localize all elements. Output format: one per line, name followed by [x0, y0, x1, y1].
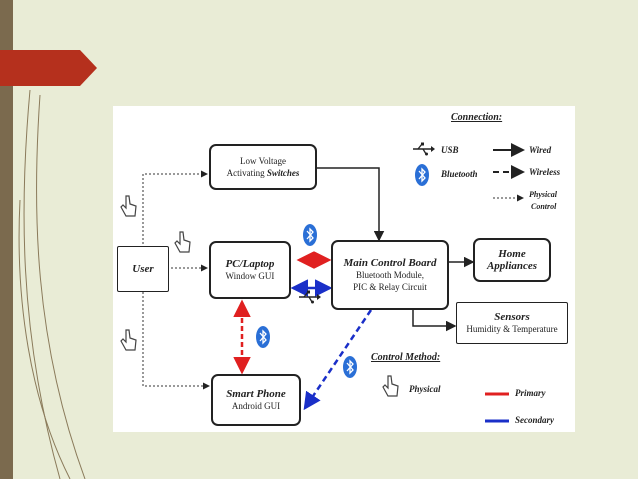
legend-secondary-label: Secondary — [515, 415, 554, 425]
sensors-box: Sensors Humidity & Temperature — [456, 302, 568, 344]
bluetooth-icon — [343, 356, 357, 378]
legend-primary-label: Primary — [515, 388, 546, 398]
usb-icon — [299, 290, 321, 304]
bluetooth-icon — [303, 224, 317, 246]
switches-box: Low Voltage Activating Switches — [209, 144, 317, 190]
home-line2: Appliances — [486, 260, 538, 272]
slide-accent-arrow — [0, 50, 97, 86]
legend-physical-control-label-2: Control — [531, 202, 557, 211]
legend-physical-control-label-1: Physical — [529, 190, 557, 199]
slide-decorative-curves — [18, 89, 86, 479]
bluetooth-icon — [256, 326, 270, 348]
sensors-subtitle: Humidity & Temperature — [466, 324, 558, 334]
smart-phone-box: Smart Phone Android GUI — [211, 374, 301, 426]
home-line1: Home — [498, 248, 526, 260]
diagram-connections — [142, 143, 525, 423]
sensors-title: Sensors — [494, 311, 530, 323]
hand-pointer-icon — [120, 329, 137, 351]
main-board-line2: PIC & Relay Circuit — [353, 282, 427, 292]
usb-icon — [413, 142, 435, 156]
control-method-title: Control Method: — [371, 352, 441, 363]
pc-laptop-box: PC/Laptop Window GUI — [209, 241, 291, 299]
legend-wired-label: Wired — [529, 145, 552, 155]
legend-bluetooth-label: Bluetooth — [441, 169, 478, 179]
main-board-line1: Bluetooth Module, — [356, 270, 424, 280]
home-appliances-box: Home Appliances — [473, 238, 551, 282]
legend-usb-label: USB — [441, 145, 459, 155]
bluetooth-icon — [415, 164, 429, 186]
home-automation-diagram: Low Voltage Activating Switches PC/Lapto… — [113, 106, 575, 432]
pc-laptop-subtitle: Window GUI — [225, 271, 275, 281]
main-board-title: Main Control Board — [343, 257, 437, 269]
main-control-board-box: Main Control Board Bluetooth Module, PIC… — [331, 240, 449, 310]
user-box: User — [117, 246, 169, 292]
smart-phone-title: Smart Phone — [226, 388, 286, 400]
control-method-physical-label: Physical — [409, 384, 441, 394]
switches-line2-bold: Switches — [266, 168, 300, 178]
legend-wireless-label: Wireless — [529, 167, 561, 177]
switches-line1: Low Voltage — [240, 156, 286, 166]
hand-pointer-icon — [120, 195, 137, 217]
user-title: User — [132, 263, 154, 275]
smart-phone-subtitle: Android GUI — [231, 401, 281, 411]
pc-laptop-title: PC/Laptop — [225, 258, 275, 270]
slide-side-strip — [0, 0, 13, 479]
legend-connection-title: Connection: — [451, 112, 503, 123]
switches-line2-prefix: Activating — [226, 168, 267, 178]
hand-pointer-icon — [382, 375, 399, 397]
hand-pointer-icon — [174, 231, 191, 253]
